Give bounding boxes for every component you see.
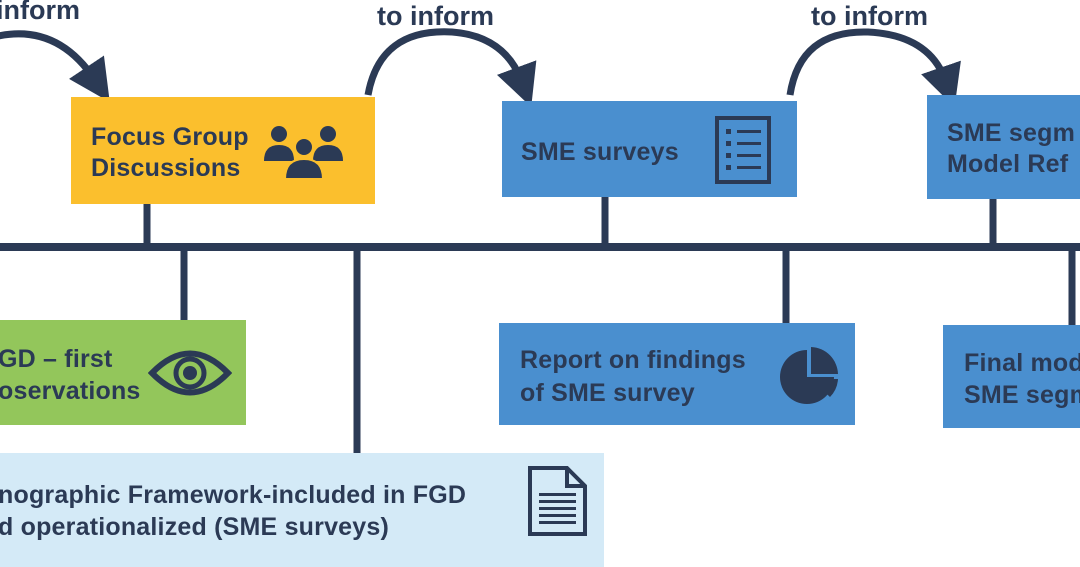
fgd-box: Focus Group Discussions [71, 97, 375, 204]
fgd-title-line2: Discussions [91, 154, 241, 182]
fgd-title-line1: Focus Group [91, 123, 249, 151]
report-line1: Report on findings [520, 346, 746, 374]
framework-line2: d operationalized (SME surveys) [0, 513, 390, 541]
arrow-right [786, 28, 961, 108]
segment-title-line1: SME segm [947, 119, 1076, 147]
framework-box: nographic Framework-included in FGD d op… [0, 453, 604, 567]
final-line1: Final mod [964, 349, 1080, 377]
arrow-label-right: to inform [811, 1, 928, 31]
surveys-box: SME surveys [502, 101, 797, 197]
segment-box: SME segm Model Ref [927, 95, 1080, 199]
arrow-left [0, 30, 110, 103]
final-line2: SME segm [964, 381, 1080, 409]
surveys-title: SME surveys [521, 138, 679, 166]
arrow-label-mid: to inform [377, 1, 494, 31]
eye-icon [148, 350, 232, 396]
arrow-mid [364, 28, 537, 107]
people-group-icon [264, 126, 343, 180]
observations-box: GD – first oservations [0, 320, 246, 425]
final-box: Final mod SME segm [943, 325, 1080, 428]
arrow-label-left: inform [0, 0, 80, 25]
report-line2: of SME survey [520, 379, 695, 407]
observations-line2: oservations [0, 377, 141, 405]
document-icon [528, 466, 587, 536]
report-box: Report on findings of SME survey [499, 323, 855, 425]
observations-line1: GD – first [0, 345, 113, 373]
segment-title-line2: Model Ref [947, 150, 1069, 178]
pie-chart-icon [780, 347, 838, 404]
checklist-icon [715, 116, 771, 184]
framework-line1: nographic Framework-included in FGD [0, 481, 467, 509]
